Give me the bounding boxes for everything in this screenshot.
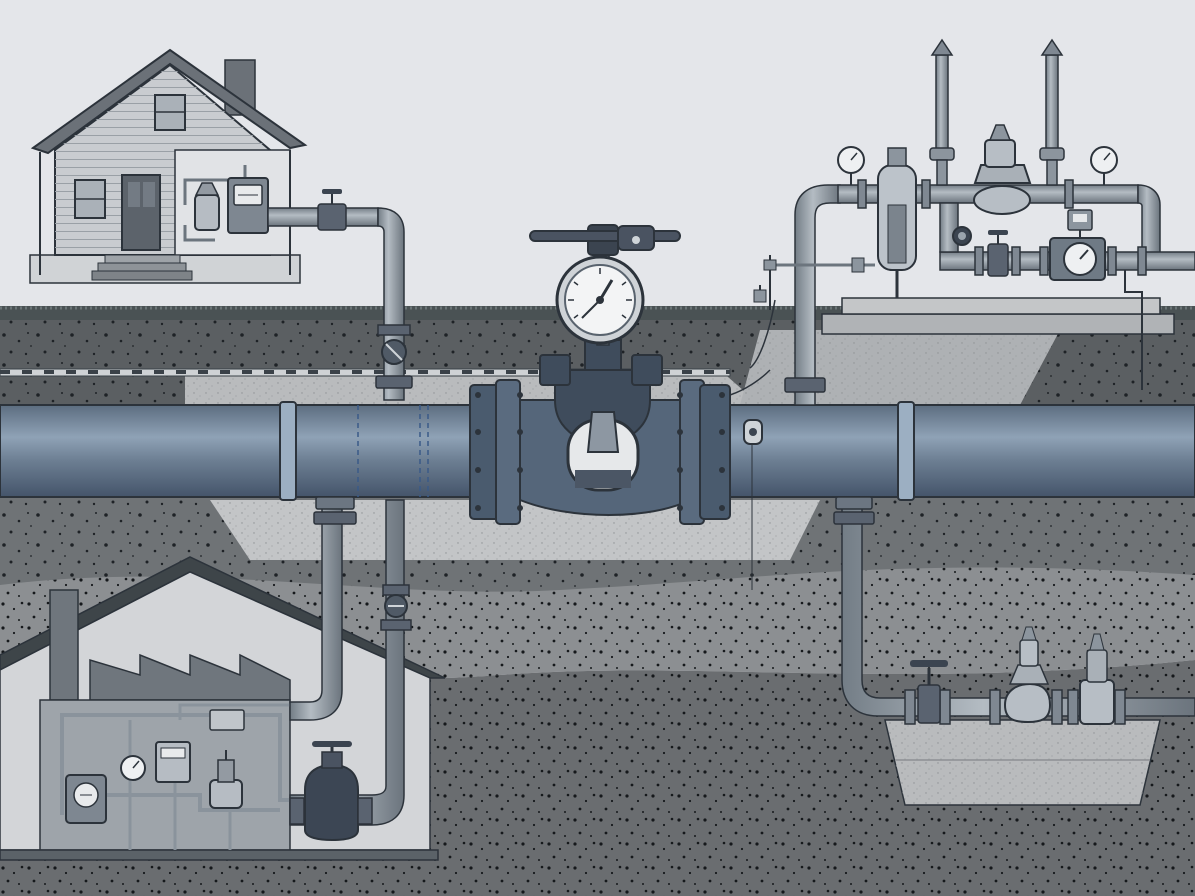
pressure-gauge-icon <box>555 255 645 345</box>
station-backfill-gravel <box>740 330 1060 405</box>
gate-valve-icon <box>529 224 681 256</box>
underground-vault <box>833 496 1195 806</box>
pipe-sensor <box>729 299 776 590</box>
main-gate-valve <box>469 254 731 525</box>
gas-meter-icon <box>227 177 269 234</box>
regulator-station <box>753 124 1195 406</box>
factory-service-line <box>289 496 412 842</box>
pressure-regulator-icon <box>194 182 220 231</box>
house-service-line <box>267 189 413 401</box>
vent-stack-icon <box>929 38 1065 186</box>
trench-backfill-bottom-gravel <box>210 500 820 560</box>
